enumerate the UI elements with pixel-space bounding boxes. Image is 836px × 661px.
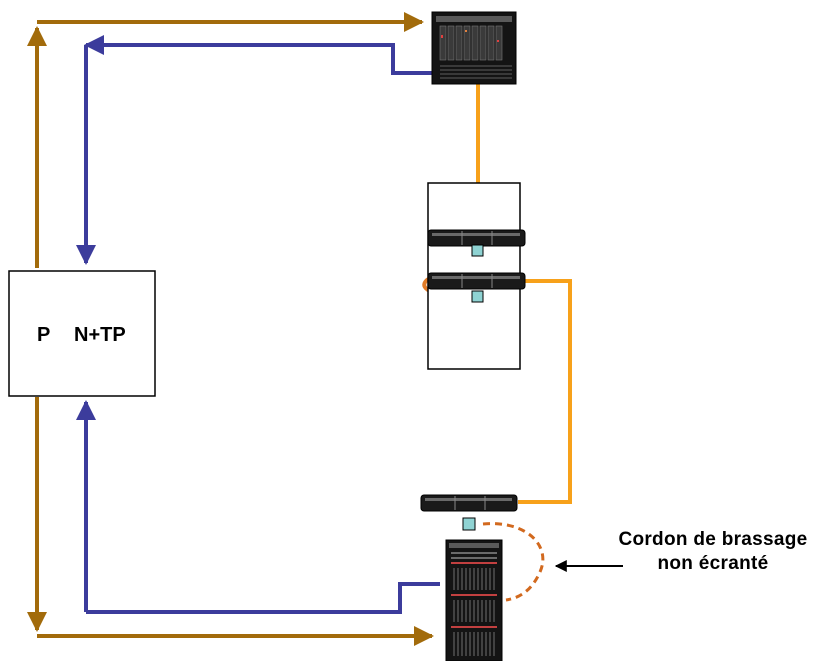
port-1-icon xyxy=(471,244,484,257)
orange-cable-right xyxy=(518,279,572,504)
patch-panel-2 xyxy=(427,272,526,290)
port-2-icon xyxy=(471,290,484,303)
brown-link xyxy=(27,12,434,646)
blue-link xyxy=(76,35,440,614)
blue-arrow-from-top-device xyxy=(84,35,432,75)
pn-tp-box: P N+TP xyxy=(8,270,156,397)
box-label-ntp: N+TP xyxy=(74,324,126,346)
port-bottom-icon xyxy=(462,517,476,531)
bottom-server-rack xyxy=(445,539,503,661)
pn-tp-rect xyxy=(8,270,156,397)
blue-line-from-bottom-device xyxy=(86,582,440,614)
patch-panel-1 xyxy=(427,229,526,247)
patch-panel-cabinet xyxy=(427,182,526,370)
top-switch-device xyxy=(431,11,517,85)
unshielded-patch-cord xyxy=(482,522,545,602)
annotation-line-1: Cordon de brassage xyxy=(618,529,807,550)
annotation-line-2: non écranté xyxy=(658,553,769,574)
patch-panel-bottom xyxy=(420,494,518,512)
box-label-p: P xyxy=(37,324,50,346)
